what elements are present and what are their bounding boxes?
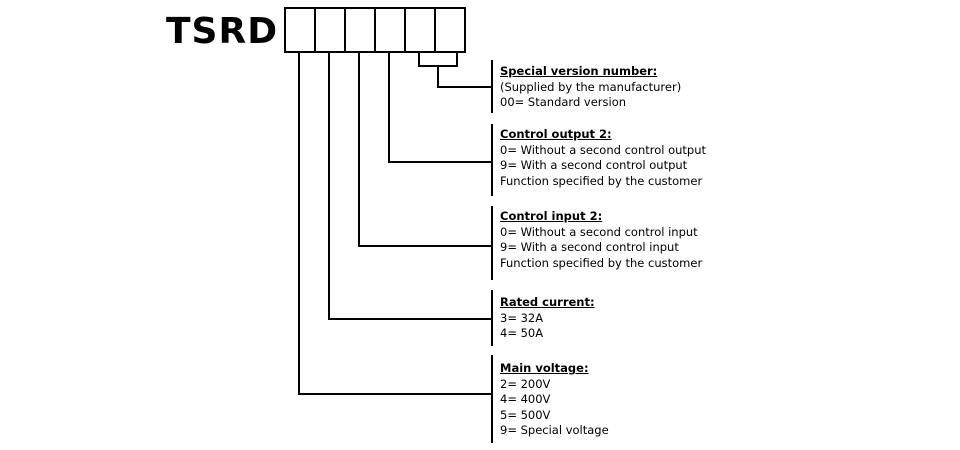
connector-lines	[298, 52, 493, 443]
code-box	[344, 7, 376, 53]
model-code-title: TSRD	[166, 11, 279, 52]
code-box-row	[284, 7, 466, 53]
code-box	[374, 7, 406, 53]
desc-line: 2= 200V	[500, 376, 551, 391]
desc-line: 5= 500V	[500, 407, 551, 422]
desc-line: 3= 32A	[500, 310, 544, 325]
code-box	[404, 7, 436, 53]
desc-line: 0= Without a second control output	[500, 142, 707, 157]
connector-control-input-2	[358, 52, 492, 247]
desc-line: (Supplied by the manufacturer)	[500, 79, 682, 94]
desc-block-special-version: Special version number:(Supplied by the …	[500, 64, 681, 111]
desc-line: 9= With a second control output	[500, 158, 688, 172]
desc-heading: Rated current:	[500, 295, 595, 309]
connector-special-version	[418, 52, 492, 88]
desc-line: 9= With a second control input	[500, 240, 679, 254]
code-box	[314, 7, 346, 53]
desc-block-control-output-2: Control output 2:0= Without a second con…	[500, 127, 706, 189]
desc-heading: Control input 2:	[500, 209, 603, 223]
desc-line: Function specified by the customer	[500, 255, 703, 270]
connector-control-output-2	[388, 52, 492, 163]
desc-line: 0= Without a second control input	[500, 224, 698, 239]
desc-line: 00= Standard version	[500, 95, 627, 109]
desc-line: Function specified by the customer	[500, 173, 703, 188]
desc-line: 4= 400V	[500, 392, 551, 406]
code-box	[284, 7, 316, 53]
connector-rated-current	[328, 52, 492, 320]
connector-main-voltage	[298, 52, 492, 395]
desc-heading: Special version number:	[500, 64, 658, 78]
desc-line: 4= 50A	[500, 326, 544, 340]
desc-heading: Main voltage:	[500, 361, 589, 375]
desc-line: 9= Special voltage	[500, 423, 609, 437]
desc-block-control-input-2: Control input 2:0= Without a second cont…	[500, 209, 702, 271]
desc-heading: Control output 2:	[500, 127, 612, 141]
code-box	[434, 7, 466, 53]
